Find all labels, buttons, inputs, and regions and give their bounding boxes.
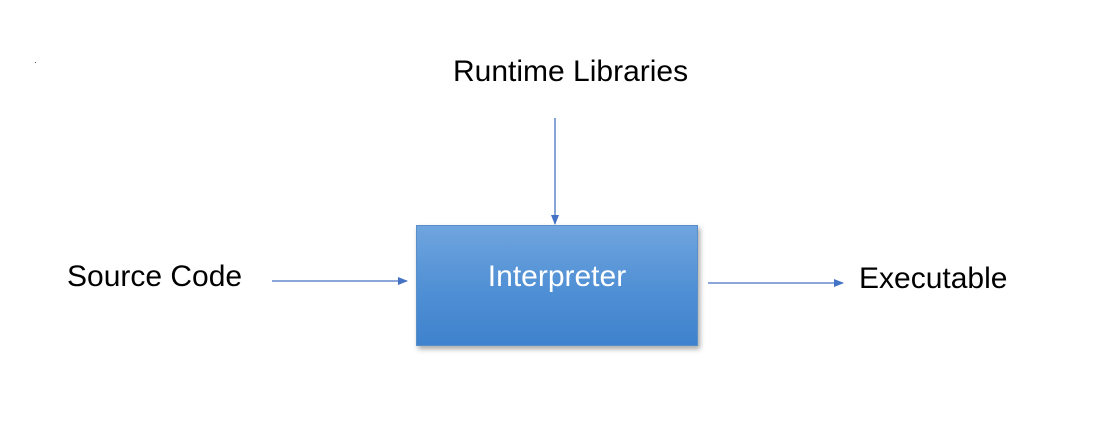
interpreter-label: Interpreter bbox=[487, 260, 627, 293]
stray-dot bbox=[35, 62, 36, 63]
source-code-label: Source Code bbox=[67, 260, 243, 293]
interpreter-box: Interpreter bbox=[416, 225, 698, 346]
executable-label: Executable bbox=[859, 262, 1008, 295]
runtime-libraries-label: Runtime Libraries bbox=[453, 55, 689, 88]
